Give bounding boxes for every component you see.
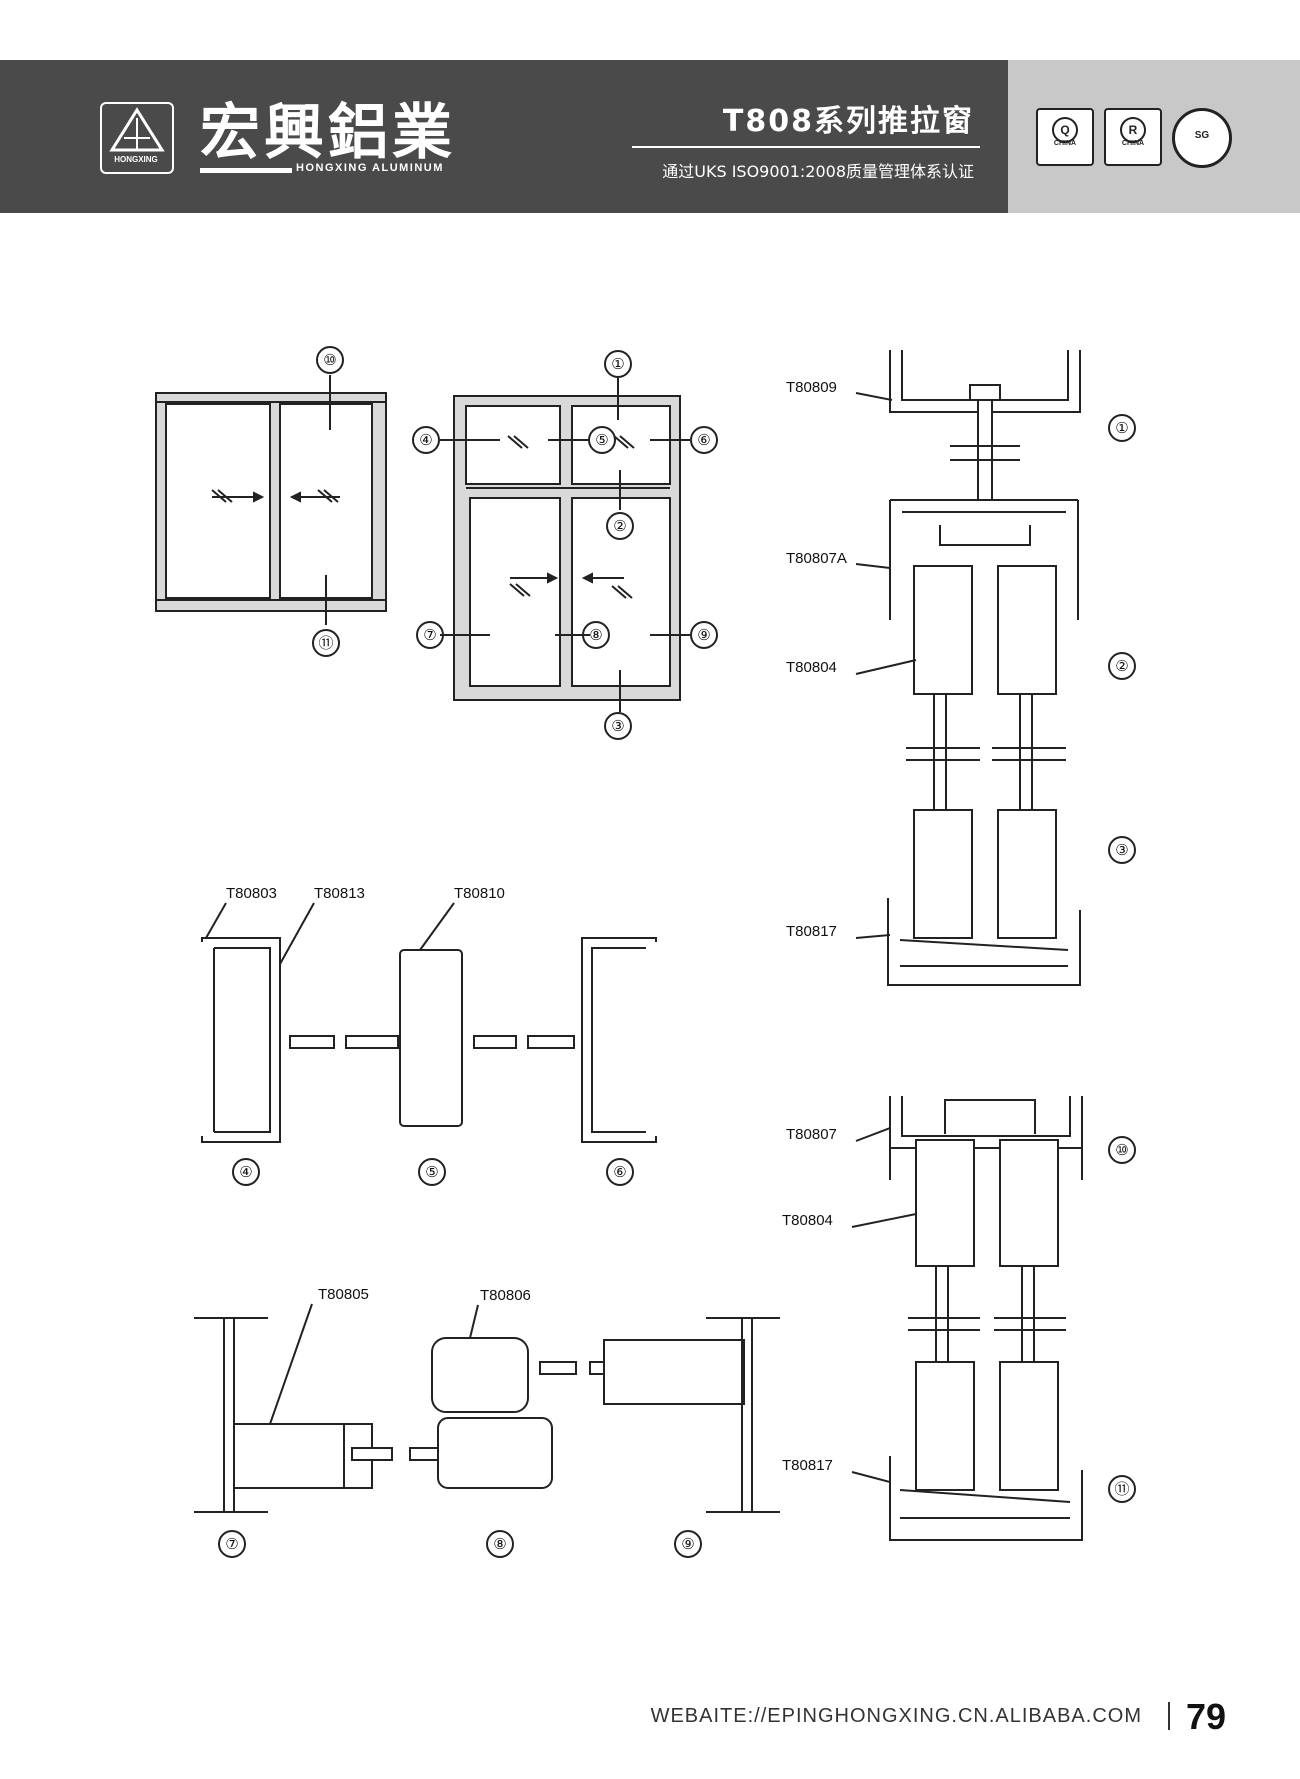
svg-text:⑥: ⑥ — [697, 431, 710, 449]
svg-text:②: ② — [1115, 657, 1128, 675]
svg-text:⑧: ⑧ — [589, 626, 602, 644]
page-number: 79 — [1186, 1696, 1227, 1737]
logo-underline — [200, 168, 292, 173]
svg-text:①: ① — [611, 355, 624, 373]
svg-text:⑤: ⑤ — [595, 431, 608, 449]
svg-text:⑧: ⑧ — [493, 1535, 506, 1553]
svg-text:⑪: ⑪ — [1114, 1480, 1129, 1498]
svg-text:⑩: ⑩ — [1115, 1141, 1128, 1159]
section-detail-4-5-6 — [201, 937, 657, 1143]
sg-globe-icon: SG — [1172, 108, 1232, 168]
svg-text:⑨: ⑨ — [681, 1535, 694, 1553]
quality-cert-icon: Q CHINA — [1036, 108, 1094, 166]
footer-website: WEBAITE://EPINGHONGXING.CN.ALIBABA.COM — [650, 1705, 1142, 1727]
svg-text:⑩: ⑩ — [323, 351, 336, 369]
profile-label: T80810 — [454, 885, 505, 902]
svg-text:⑦: ⑦ — [423, 626, 436, 644]
company-name-en: HONGXING ALUMINUM — [296, 162, 444, 174]
company-logo-icon — [100, 102, 174, 174]
registration-cert-icon: R CHINA — [1104, 108, 1162, 166]
svg-text:①: ① — [1115, 419, 1128, 437]
profile-label: T80813 — [314, 885, 365, 902]
profile-label: T80817 — [786, 923, 837, 940]
company-name-cn: 宏興鋁業 — [200, 98, 456, 168]
profile-label: T80804 — [786, 659, 837, 676]
svg-text:④: ④ — [419, 431, 432, 449]
svg-text:③: ③ — [611, 717, 624, 735]
footer-divider — [1168, 1702, 1170, 1730]
title-divider — [632, 146, 980, 148]
svg-text:④: ④ — [239, 1163, 252, 1181]
profile-label: T80804 — [782, 1212, 833, 1229]
section-detail-7-8-9 — [194, 1317, 780, 1513]
profile-label: T80807 — [786, 1126, 837, 1143]
logo-brand-mark: HONGXING — [114, 155, 158, 164]
certification-text: 通过UKS ISO9001:2008质量管理体系认证 — [662, 162, 974, 181]
series-title: T808系列推拉窗 — [722, 104, 974, 139]
profile-label: T80806 — [480, 1287, 531, 1304]
profile-label: T80805 — [318, 1286, 369, 1303]
svg-text:⑦: ⑦ — [225, 1535, 238, 1553]
profile-label: T80807A — [786, 550, 847, 567]
profile-label: T80817 — [782, 1457, 833, 1474]
profile-label: T80803 — [226, 885, 277, 902]
window-elevation-two-panel — [155, 375, 387, 625]
svg-text:③: ③ — [1115, 841, 1128, 859]
page-header: HONGXING 宏興鋁業 HONGXING ALUMINUM T808系列推拉… — [0, 60, 1300, 213]
svg-text:②: ② — [613, 517, 626, 535]
window-elevation-with-transom — [440, 378, 690, 712]
header-dark-band — [0, 60, 1008, 213]
section-detail-1-2-3 — [887, 350, 1081, 986]
section-detail-10-11 — [889, 1096, 1083, 1541]
profile-label: T80809 — [786, 379, 837, 396]
svg-text:⑨: ⑨ — [697, 626, 710, 644]
svg-text:⑥: ⑥ — [613, 1163, 626, 1181]
svg-text:⑪: ⑪ — [318, 634, 333, 652]
svg-text:⑤: ⑤ — [425, 1163, 438, 1181]
